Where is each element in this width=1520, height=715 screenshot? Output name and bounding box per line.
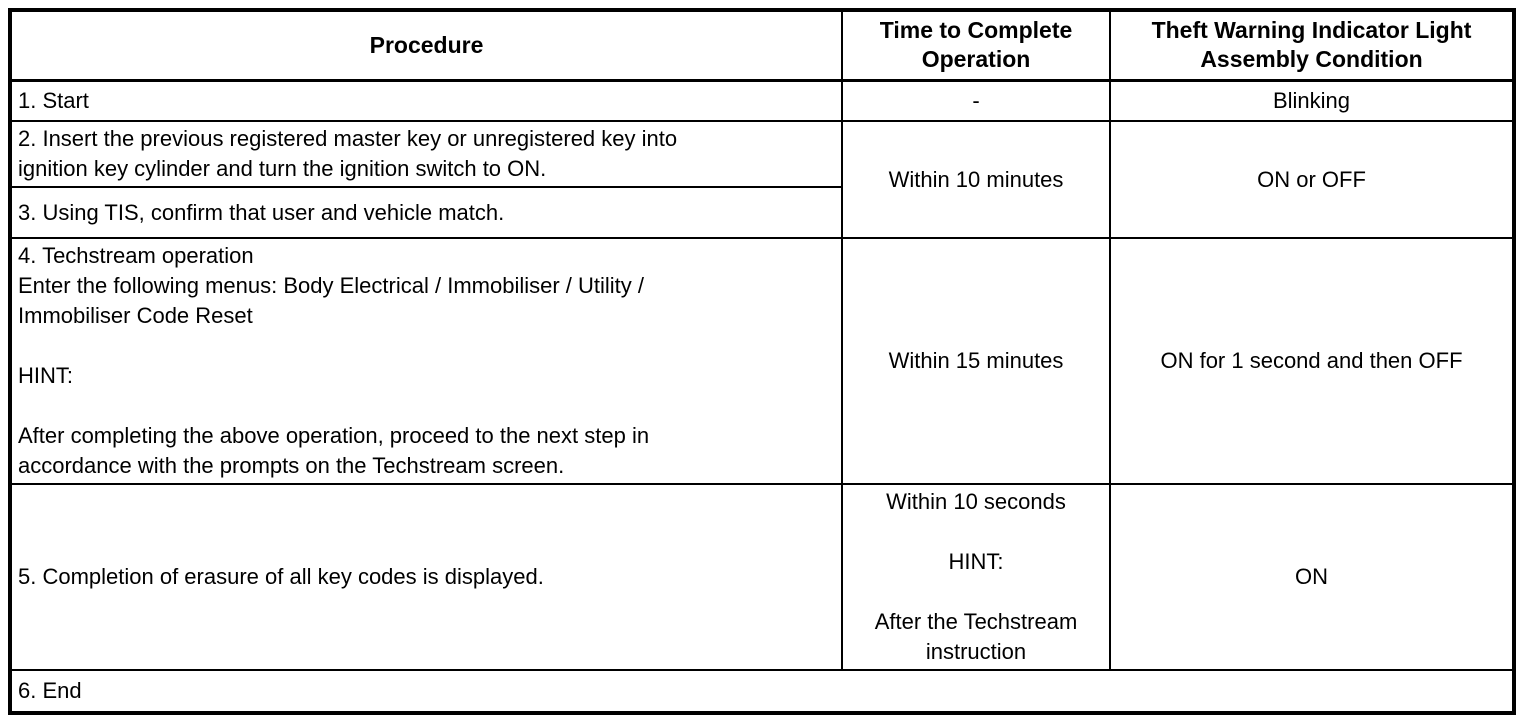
table-row-step1: 1. Start - Blinking [9,79,1515,122]
table-row-step4: 4. Techstream operation Enter the follow… [9,237,1515,485]
cell-step1-procedure: 1. Start [9,79,843,122]
cell-step5-procedure: 5. Completion of erasure of all key code… [9,483,843,671]
table-row-step3: 3. Using TIS, confirm that user and vehi… [9,186,1514,239]
cell-step5-time: Within 10 seconds HINT: After the Techst… [841,483,1111,671]
column-header-procedure: Procedure [9,9,843,82]
procedure-table: Procedure Time to Complete Operation The… [8,8,1516,715]
cell-step2-3-time: Within 10 minutes [841,120,1111,239]
cell-step4-procedure: 4. Techstream operation Enter the follow… [9,237,843,485]
column-header-indicator: Theft Warning Indicator Light Assembly C… [1109,9,1515,82]
cell-step1-indicator: Blinking [1109,79,1515,122]
column-header-time: Time to Complete Operation [841,9,1111,82]
table-row-step6: 6. End [9,669,1515,714]
cell-step5-indicator: ON [1109,483,1515,671]
cell-step4-time: Within 15 minutes [841,237,1111,485]
header-row: Procedure Time to Complete Operation The… [9,9,1515,82]
cell-step6-procedure: 6. End [9,669,1515,714]
cell-step3-procedure: 3. Using TIS, confirm that user and vehi… [9,186,843,239]
cell-step2-3-indicator: ON or OFF [1109,120,1515,239]
table-row-step5: 5. Completion of erasure of all key code… [9,483,1515,671]
cell-step1-time: - [841,79,1111,122]
cell-step2-procedure: 2. Insert the previous registered master… [9,120,843,188]
cell-step4-indicator: ON for 1 second and then OFF [1109,237,1515,485]
table-row-step2: 2. Insert the previous registered master… [9,120,1515,239]
